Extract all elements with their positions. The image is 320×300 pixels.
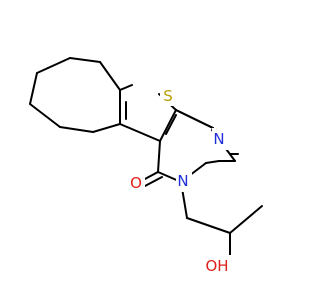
bond	[119, 123, 161, 142]
carbonyl-bond	[144, 176, 163, 187]
bond	[157, 140, 161, 173]
sulfur-label: S	[163, 87, 173, 105]
bond	[29, 103, 61, 128]
molecule-structure-diagram: S N N O OH	[29, 57, 263, 277]
bond	[29, 72, 38, 105]
hydroxyl-label-bg	[202, 255, 232, 277]
nitrogen-amide-label: N	[177, 172, 188, 190]
oxygen-carbonyl-label-bg	[127, 172, 145, 194]
substituents	[142, 171, 263, 257]
bond	[92, 123, 121, 133]
nitrogen-imine-label-bg	[212, 128, 228, 150]
bond	[159, 109, 177, 142]
oxygen-carbonyl-label: O	[130, 174, 142, 192]
bond	[69, 57, 101, 63]
bond	[205, 160, 220, 164]
bond	[229, 205, 263, 234]
sulfur-label-bg	[160, 84, 174, 106]
atom-labels: S N N O OH	[127, 84, 232, 277]
carbonyl-bond	[142, 171, 159, 181]
nitrogen-amide-label-bg	[176, 170, 192, 192]
bond	[175, 109, 214, 129]
bond	[186, 217, 231, 234]
bond	[36, 57, 71, 74]
hydroxyl-label: OH	[205, 257, 228, 275]
bond	[99, 61, 121, 91]
bond	[119, 84, 133, 91]
bond	[165, 114, 177, 135]
cyclooctane-ring	[29, 57, 121, 133]
nitrogen-imine-label: N	[213, 130, 224, 148]
bond	[59, 126, 94, 133]
